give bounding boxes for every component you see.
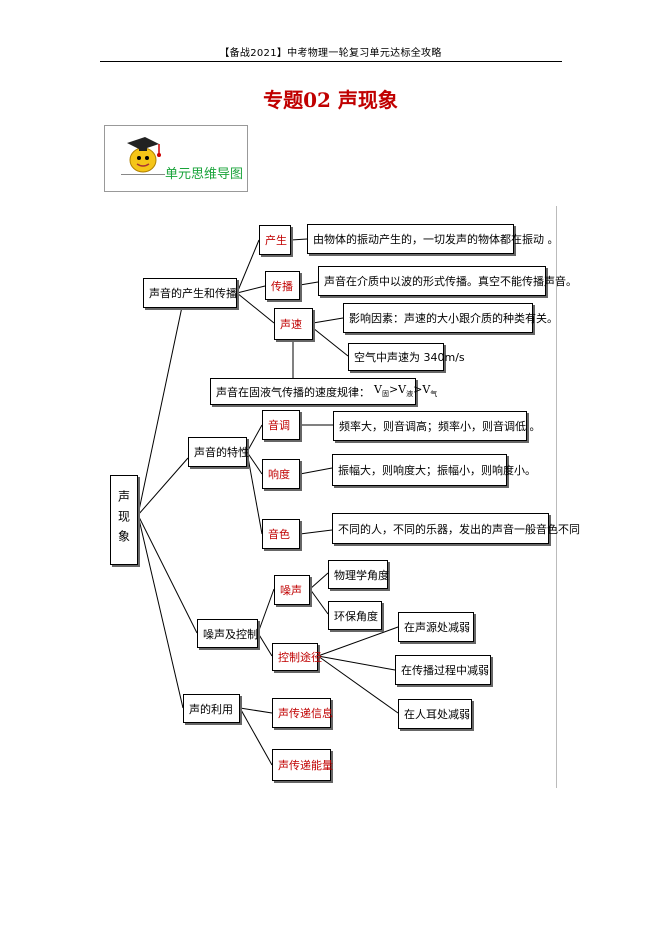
branch-noise-control: 噪声及控制: [197, 619, 258, 648]
node-pitch: 音调: [262, 410, 300, 440]
speed-rule: 声音在固液气传播的速度规律： V固>V液>V气: [210, 378, 437, 405]
desc-propagation: 声音在介质中以波的形式传播。真空不能传播声音。: [318, 266, 577, 296]
noise-environment-perspective: 环保角度: [328, 601, 382, 630]
speed-rule-formula: V固>V液>V气: [374, 383, 438, 399]
control-at-ear: 在人耳处减弱: [398, 699, 472, 729]
speed-rule-text: 声音在固液气传播的速度规律：: [216, 385, 370, 399]
node-sound-speed: 声速: [274, 308, 313, 340]
noise-physics-perspective: 物理学角度: [328, 560, 389, 589]
root-node: 声现象: [110, 475, 138, 565]
desc-pitch: 频率大，则音调高；频率小，则音调低 。: [333, 411, 541, 441]
use-transmit-information: 声传递信息: [272, 698, 333, 728]
node-control-methods: 控制途径: [272, 643, 322, 671]
node-timbre: 音色: [262, 519, 300, 549]
desc-speed-in-air: 空气中声速为 340m/s: [348, 343, 465, 371]
page-header: 【备战2021】中考物理一轮复习单元达标全攻略: [219, 48, 442, 59]
badge-underline: [121, 174, 165, 175]
desc-timbre: 不同的人，不同的乐器，发出的声音一般音色不同: [332, 513, 580, 544]
desc-production: 由物体的振动产生的，一切发声的物体都在振动 。: [307, 224, 559, 254]
mindmap-badge: 单元思维导图: [104, 125, 248, 192]
node-noise: 噪声: [274, 575, 310, 605]
badge-label: 单元思维导图: [165, 167, 244, 182]
node-propagation: 传播: [265, 271, 300, 300]
node-production: 产生: [259, 225, 291, 255]
node-loudness: 响度: [262, 459, 300, 489]
branch-sound-production-propagation: 声音的产生和传播: [143, 278, 237, 308]
header-rule: [100, 61, 562, 62]
branch-sound-characteristics: 声音的特性: [188, 437, 249, 467]
mascot-with-graduation-cap-icon: [127, 137, 161, 173]
use-transmit-energy: 声传递能量: [272, 749, 333, 781]
desc-speed-factor: 影响因素：声速的大小跟介质的种类有关。: [343, 303, 558, 333]
control-in-propagation: 在传播过程中减弱: [395, 655, 491, 685]
desc-loudness: 振幅大，则响度大；振幅小，则响度小。: [332, 454, 536, 486]
branch-sound-uses: 声的利用: [183, 694, 240, 723]
page-title: 专题02 声现象: [263, 88, 398, 112]
diagram-border: [556, 206, 557, 788]
control-at-source: 在声源处减弱: [398, 612, 474, 642]
